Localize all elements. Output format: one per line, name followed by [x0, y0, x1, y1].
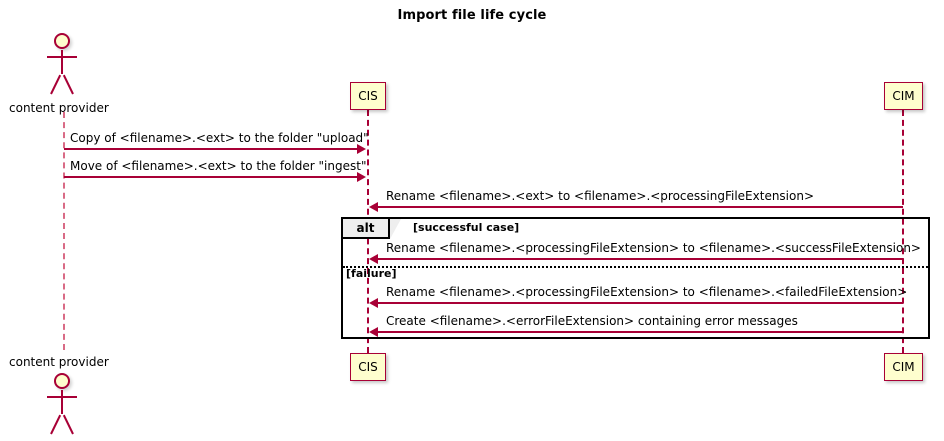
message-label-m6: Create <filename>.<errorFileExtension> c…: [386, 314, 798, 328]
actor-left-leg-icon: [50, 414, 62, 435]
actor-label-bottom: content provider: [9, 355, 109, 369]
actor-head-icon: [54, 373, 70, 389]
lifeline-content-provider: [63, 112, 65, 350]
participant-cis-bottom[interactable]: CIS: [350, 353, 386, 381]
alt-fragment-tab: alt: [343, 219, 390, 239]
actor-head-icon: [54, 33, 70, 49]
actor-arms-icon: [47, 56, 77, 58]
message-label-m2: Move of <filename>.<ext> to the folder "…: [70, 159, 367, 173]
actor-right-leg-icon: [62, 414, 74, 435]
alt-guard-failure: [failure]: [346, 267, 397, 280]
actor-left-leg-icon: [50, 74, 62, 95]
actor-label-top: content provider: [9, 101, 109, 115]
page-title: Import file life cycle: [397, 8, 547, 23]
message-arrowhead-m5: [369, 298, 378, 308]
message-line-m5: [378, 302, 903, 304]
message-line-m6: [378, 331, 903, 333]
message-arrowhead-m3: [369, 202, 378, 212]
message-arrowhead-m6: [369, 327, 378, 337]
message-line-m3: [378, 206, 903, 208]
participant-cim-top[interactable]: CIM: [884, 82, 923, 110]
alt-fragment-box: [341, 217, 930, 339]
participant-cim-bottom[interactable]: CIM: [884, 353, 923, 381]
message-arrowhead-m1: [357, 144, 366, 154]
actor-right-leg-icon: [62, 74, 74, 95]
message-line-m4: [378, 258, 903, 260]
alt-fragment-divider: [343, 266, 928, 268]
alt-fragment-tab-corner-icon: [390, 219, 401, 239]
message-line-m1: [64, 148, 358, 150]
message-label-m5: Rename <filename>.<processingFileExtensi…: [386, 285, 908, 299]
message-label-m3: Rename <filename>.<ext> to <filename>.<p…: [386, 189, 815, 203]
message-arrowhead-m4: [369, 254, 378, 264]
message-arrowhead-m2: [357, 172, 366, 182]
actor-arms-icon: [47, 396, 77, 398]
actor-content-provider-top: [41, 33, 87, 95]
message-label-m1: Copy of <filename>.<ext> to the folder "…: [70, 131, 369, 145]
alt-guard-successful-case: [successful case]: [413, 221, 520, 234]
message-line-m2: [64, 176, 358, 178]
actor-content-provider-bottom: [41, 373, 87, 435]
message-label-m4: Rename <filename>.<processingFileExtensi…: [386, 241, 921, 255]
actor-body-icon: [61, 50, 63, 74]
participant-cis-top[interactable]: CIS: [350, 82, 386, 110]
actor-body-icon: [61, 390, 63, 414]
lifeline-cim: [902, 110, 904, 353]
